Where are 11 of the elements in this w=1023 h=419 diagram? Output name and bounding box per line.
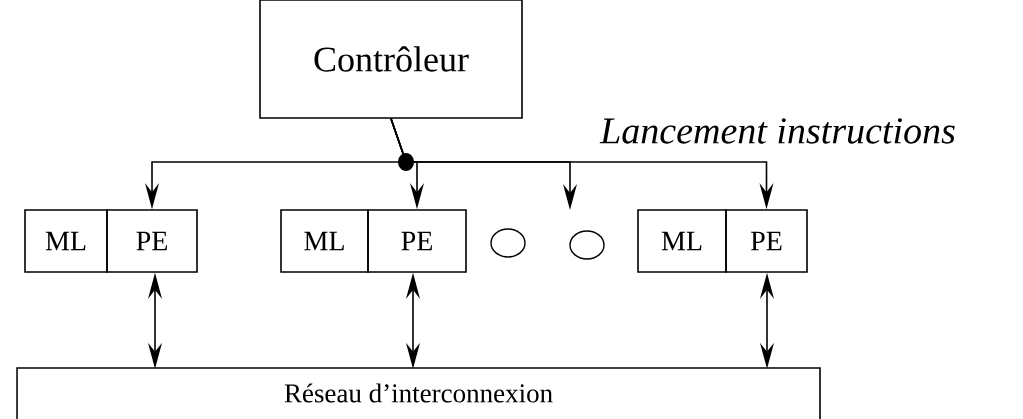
annotation-text: Lancement instructions xyxy=(599,118,955,144)
ellipsis-circle xyxy=(490,228,526,258)
network-box: Réseau d’interconnexion xyxy=(16,367,821,419)
ml-cell: ML xyxy=(24,209,108,273)
controller-box: Contrôleur xyxy=(259,0,523,119)
pe-cell: PE xyxy=(367,209,467,273)
pe-cell: PE xyxy=(106,209,198,273)
ellipsis-circle xyxy=(569,230,605,260)
ml-cell: ML xyxy=(637,209,727,273)
pe-cell: PE xyxy=(725,209,808,273)
ml-cell: ML xyxy=(280,209,369,273)
